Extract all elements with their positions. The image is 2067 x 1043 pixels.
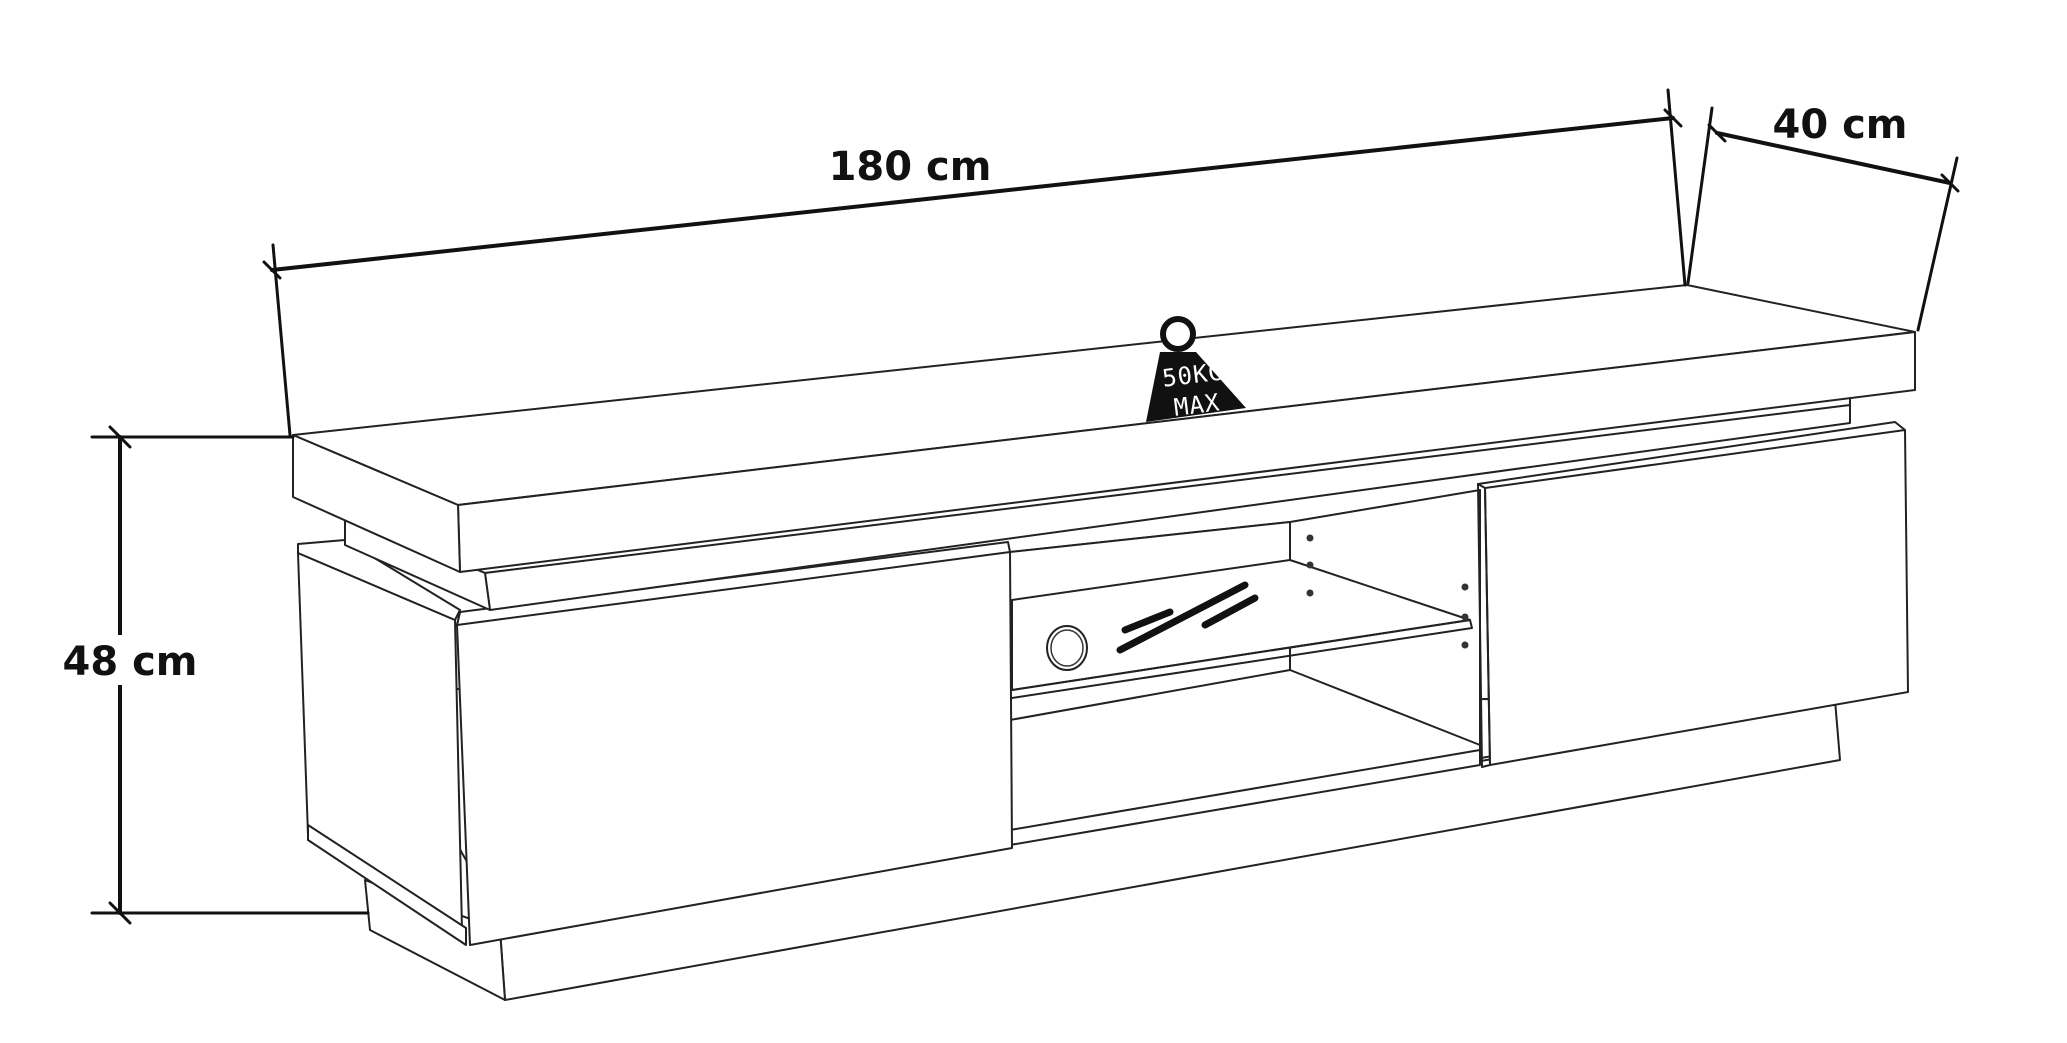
cable-hole [1046, 625, 1088, 671]
shelf-pin-hole [1306, 589, 1314, 597]
width-tick-left [262, 260, 282, 280]
width-label: 180 cm [829, 144, 992, 190]
shelf-pin-hole [1306, 534, 1314, 542]
depth-extension-left [1686, 106, 1714, 285]
glass-shelf-front-edge [1011, 619, 1473, 699]
cabinet-body [297, 421, 1909, 946]
glass-reflection-1 [1121, 608, 1174, 634]
top-board [292, 284, 1916, 611]
top-side-edge [292, 434, 461, 573]
right-door-top-edge [1477, 421, 1906, 485]
left-door-edge [456, 611, 461, 626]
cable-hole-inner [1050, 629, 1084, 667]
compartment-floor-back [1009, 669, 1291, 721]
depth-tick-left [1707, 123, 1727, 143]
height-label-backdrop [100, 635, 140, 685]
depth-label: 40 cm [1773, 102, 1908, 148]
shelf-pin-hole [1461, 641, 1469, 649]
width-dimension: 180 cm [262, 88, 1687, 437]
body-top-ledge [297, 539, 461, 621]
weight-ring-icon [1160, 316, 1196, 352]
weight-icon [1146, 352, 1246, 422]
shelf-pin-hole [1306, 561, 1314, 569]
depth-extension-right [1916, 156, 1959, 332]
width-extension-right [1666, 88, 1687, 287]
depth-tick-right [1940, 173, 1960, 193]
height-dimension: 48 cm [63, 425, 370, 925]
compartment-floor-edge [1289, 669, 1481, 746]
compartment-floor-front [1009, 749, 1481, 831]
right-door [1484, 429, 1909, 766]
height-tick-top [108, 425, 132, 449]
left-base-trim [307, 824, 467, 946]
glass-reflection-2 [1116, 581, 1249, 654]
width-dimension-line [270, 116, 1675, 272]
load-badge: 50KG MAX [1146, 316, 1246, 422]
badge-line-2: MAX [1172, 388, 1221, 421]
shelf-pin-hole [1461, 613, 1469, 621]
height-tick-bottom [108, 901, 132, 925]
width-tick-right [1663, 108, 1683, 128]
depth-dimension: 40 cm [1686, 102, 1960, 332]
left-door [456, 551, 1013, 946]
shelf-pin-hole [1461, 583, 1469, 591]
depth-dimension-line [1715, 131, 1952, 185]
right-door-side-edge [1477, 483, 1491, 768]
glass-reflection-3 [1201, 594, 1259, 629]
width-extension-left [271, 243, 292, 437]
height-label: 48 cm [63, 639, 198, 685]
